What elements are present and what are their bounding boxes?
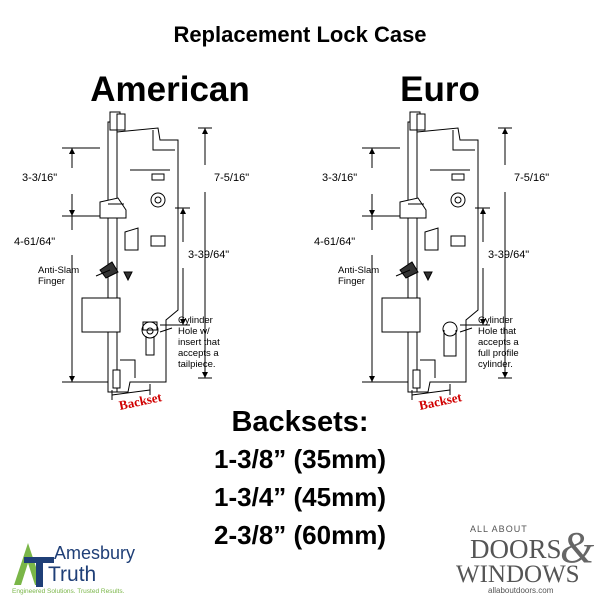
cylinder-note: Hole w/ bbox=[178, 326, 210, 337]
backsets-title: Backsets: bbox=[231, 406, 369, 438]
cylinder-note: insert that bbox=[178, 337, 220, 348]
dim-top: 3-3/16" bbox=[22, 172, 57, 184]
truth-wordmark: Truth bbox=[48, 563, 96, 586]
anti-slam-label: Anti-Slam bbox=[38, 265, 79, 276]
cylinder-note: Hole that bbox=[478, 326, 516, 337]
doors-logo-url: allaboutdoors.com bbox=[488, 586, 554, 595]
euro-lock-case-diagram: 3-3/16" 4-61/64" 7-5/16" 3-39/64" Anti-S… bbox=[314, 111, 549, 410]
cylinder-note: accepts a bbox=[478, 337, 519, 348]
cylinder-note: tailpiece. bbox=[178, 359, 216, 370]
backset-option: 1-3/8” (35mm) bbox=[214, 444, 386, 474]
cylinder-note: cylinder. bbox=[478, 359, 513, 370]
backset-option: 2-3/8” (60mm) bbox=[214, 520, 386, 550]
anti-slam-label: Finger bbox=[338, 276, 365, 287]
euro-heading: Euro bbox=[400, 70, 480, 109]
dim-mid: 4-61/64" bbox=[314, 236, 355, 248]
doors-logo-ampersand: & bbox=[560, 523, 595, 572]
all-about-doors-windows-logo: ALL ABOUT DOORS & WINDOWS allaboutdoors.… bbox=[456, 523, 595, 595]
dim-center: 3-39/64" bbox=[488, 249, 529, 261]
amesbury-truth-logo: Amesbury Truth Engineered Solutions. Tru… bbox=[12, 543, 135, 595]
doors-logo-line1: ALL ABOUT bbox=[470, 524, 528, 534]
doors-logo-line3: WINDOWS bbox=[456, 561, 580, 588]
page-title: Replacement Lock Case bbox=[173, 22, 427, 47]
dim-overall: 7-5/16" bbox=[214, 172, 249, 184]
cylinder-note: full profile bbox=[478, 348, 519, 359]
american-lock-case-diagram: 3-3/16" 4-61/64" 7-5/16" 3-39/64" Anti-S… bbox=[14, 111, 249, 410]
cylinder-note: Cylinder bbox=[178, 315, 213, 326]
dim-center: 3-39/64" bbox=[188, 249, 229, 261]
backset-option: 1-3/4” (45mm) bbox=[214, 482, 386, 512]
cylinder-note: Cylinder bbox=[478, 315, 513, 326]
dim-overall: 7-5/16" bbox=[514, 172, 549, 184]
dim-mid: 4-61/64" bbox=[14, 236, 55, 248]
american-heading: American bbox=[90, 70, 250, 109]
doors-logo-line2: DOORS bbox=[470, 534, 562, 564]
backsets-list: Backsets: 1-3/8” (35mm) 1-3/4” (45mm) 2-… bbox=[190, 404, 410, 554]
dim-top: 3-3/16" bbox=[322, 172, 357, 184]
anti-slam-label: Finger bbox=[38, 276, 65, 287]
amesbury-wordmark: Amesbury bbox=[54, 543, 135, 563]
anti-slam-label: Anti-Slam bbox=[338, 265, 379, 276]
amesbury-tagline: Engineered Solutions. Trusted Results. bbox=[12, 588, 125, 595]
cylinder-note: accepts a bbox=[178, 348, 219, 359]
